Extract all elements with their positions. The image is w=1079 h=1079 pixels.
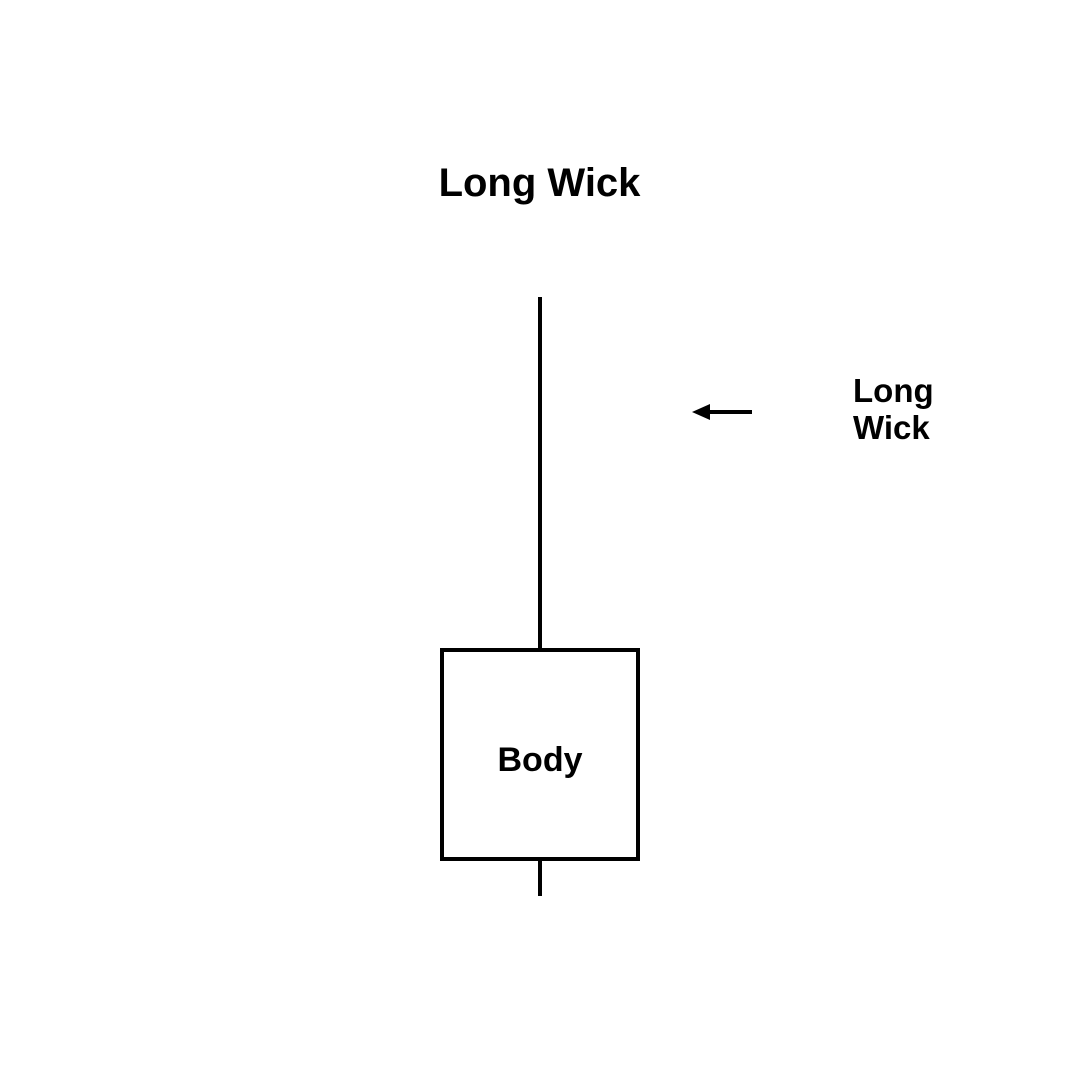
wick-annotation: Long Wick [686,372,1006,462]
candle-body-label: Body [497,741,583,779]
arrow-left-icon [692,404,752,420]
candle-body [440,648,640,861]
lower-wick [538,861,542,896]
wick-annotation-label: Long Wick [853,372,934,446]
page-title: Long Wick [0,160,1079,206]
upper-wick [538,297,542,648]
page-title-text: Long Wick [438,161,641,205]
